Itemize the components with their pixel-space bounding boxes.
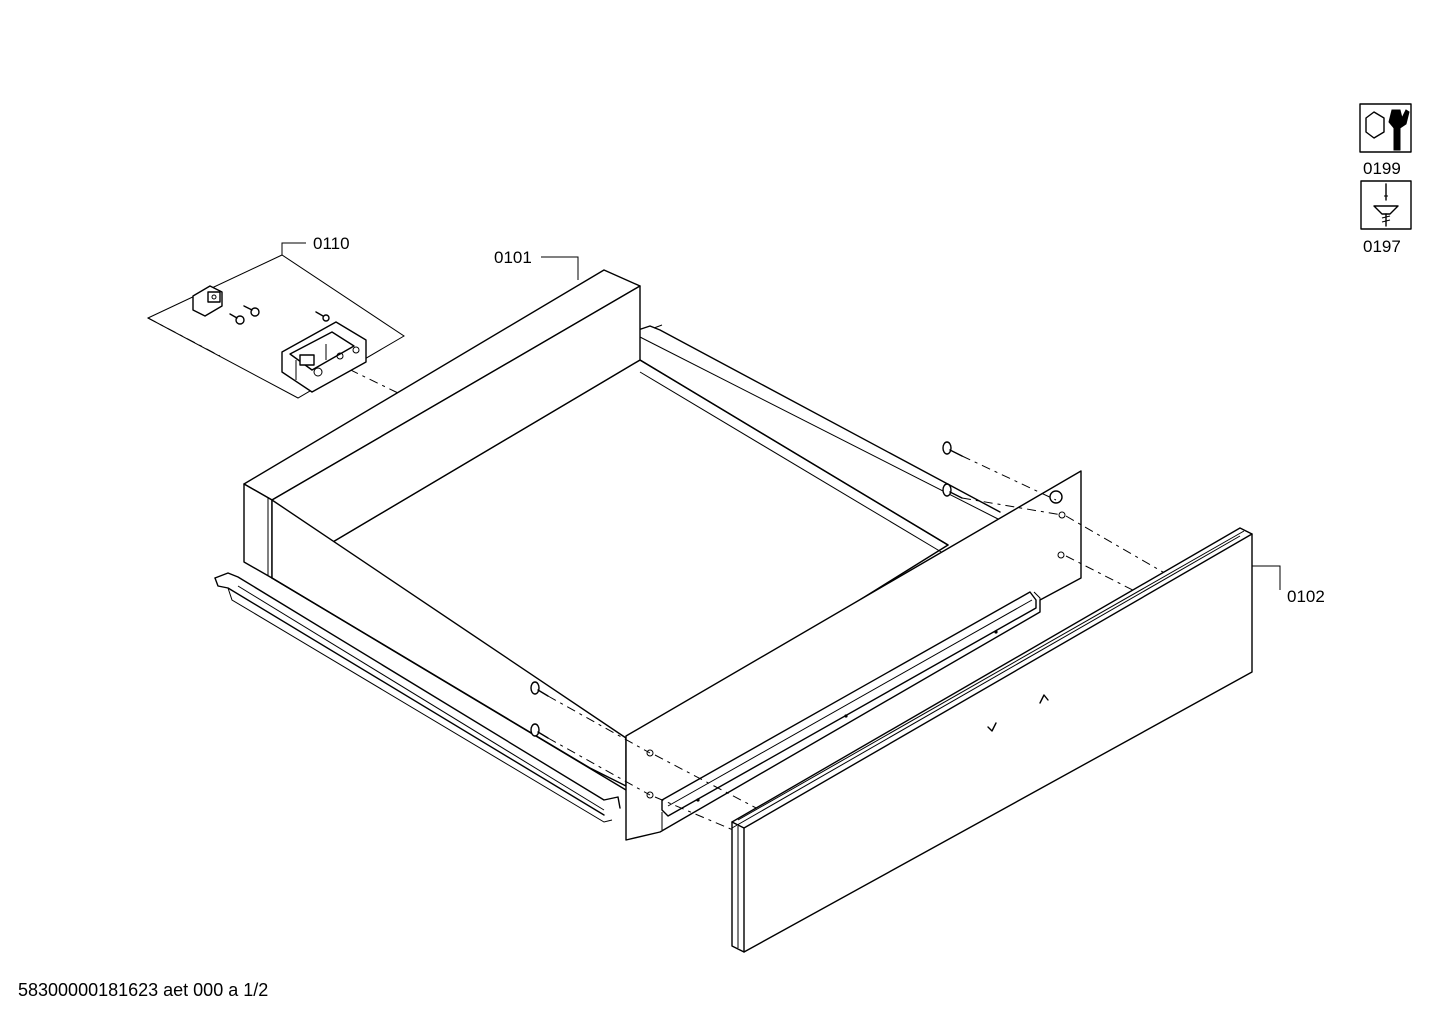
hinge-set — [146, 254, 405, 399]
part-label-0101: 0101 — [494, 248, 532, 267]
small-screw — [229, 313, 245, 325]
symbol-code-0197: 0197 — [1363, 237, 1401, 256]
drawer-body — [243, 269, 1082, 841]
part-label-0110: 0110 — [313, 234, 350, 253]
hinge-mechanism — [281, 321, 367, 393]
leader-lines — [281, 242, 1281, 590]
symbol-code-0199: 0199 — [1363, 159, 1401, 178]
small-screw — [315, 311, 330, 322]
mounting-screws — [530, 441, 963, 739]
front-panel — [731, 527, 1253, 953]
hinge-bracket — [192, 285, 223, 317]
drawer-tray — [214, 324, 1001, 823]
document-footer: 58300000181623 aet 000 a 1/2 — [18, 980, 269, 1000]
screw — [530, 723, 549, 739]
screw — [530, 681, 549, 697]
nut-wrench-icon — [1359, 103, 1412, 153]
screw — [942, 441, 963, 457]
small-screw — [243, 305, 260, 317]
screw — [942, 483, 963, 499]
screwdriver-screw-icon — [1360, 180, 1412, 230]
part-label-0102: 0102 — [1287, 587, 1325, 606]
